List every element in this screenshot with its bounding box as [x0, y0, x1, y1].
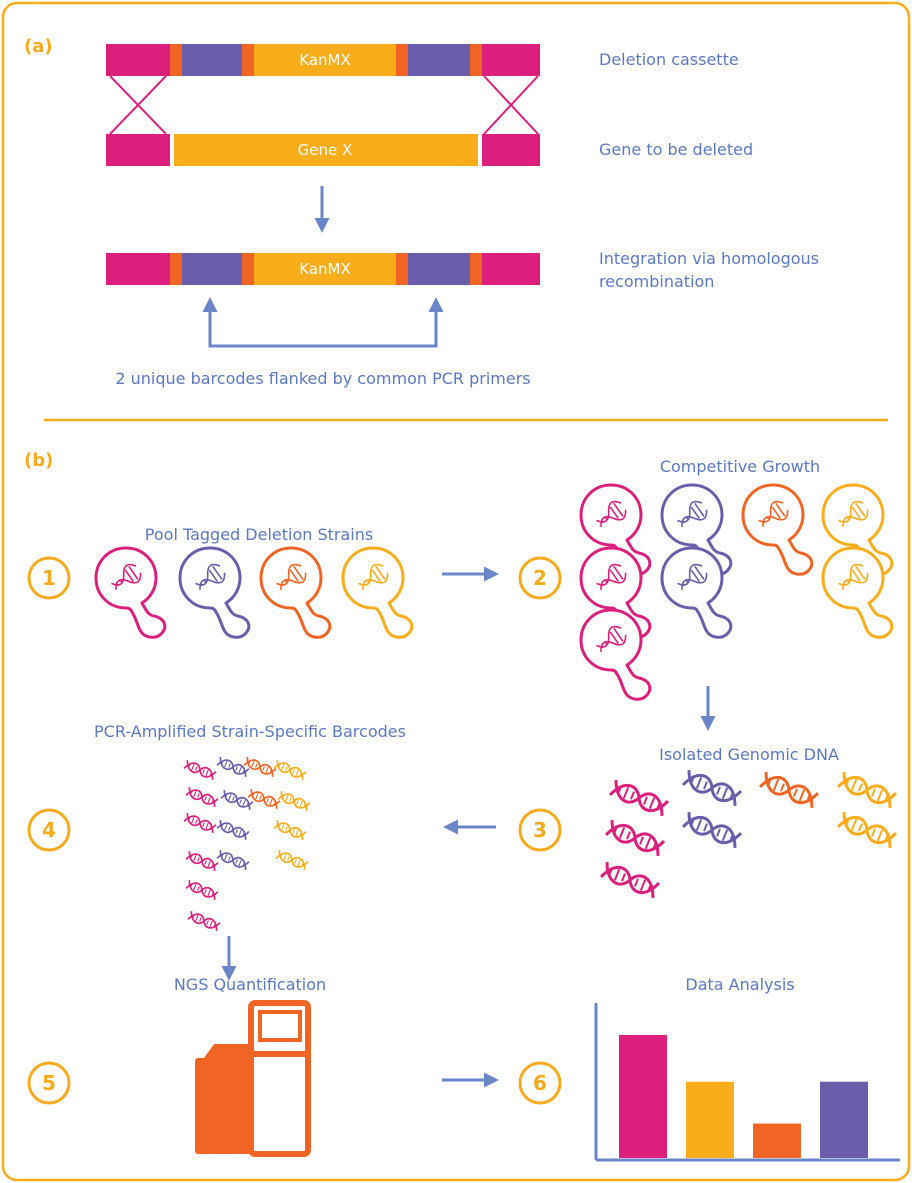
svg-text:3: 3 [533, 818, 547, 842]
step-5-badge: 5 [27, 1061, 71, 1105]
panel-b-label: (b) [24, 450, 53, 471]
step-2-title: Competitive Growth [660, 457, 820, 476]
dna-icon [243, 756, 277, 778]
chart-bar-1 [619, 1035, 667, 1158]
dna-icon [273, 759, 307, 781]
svg-text:6: 6 [533, 1071, 547, 1095]
barcode-bracket [202, 297, 444, 348]
panel-a-label: (a) [24, 36, 53, 57]
barcodes-caption: 2 unique barcodes flanked by common PCR … [115, 369, 530, 388]
target-gene-label: Gene X [298, 141, 353, 159]
step-6-title: Data Analysis [685, 975, 794, 994]
svg-text:5: 5 [42, 1071, 56, 1095]
dna-icon [836, 810, 898, 850]
label-gene-to-be-deleted: Gene to be deleted [599, 140, 753, 159]
dna-icon [220, 789, 254, 811]
dna-icon [216, 819, 250, 841]
cassette-gene-label: KanMX [299, 51, 351, 69]
dna-icon [183, 812, 217, 834]
step-3-badge: 3 [518, 808, 562, 852]
step-1-cells [94, 546, 414, 639]
svg-text:4: 4 [42, 818, 56, 842]
label-deletion-cassette: Deletion cassette [599, 50, 739, 69]
step-2-cells [579, 483, 894, 701]
yeast-cell-icon [741, 483, 814, 576]
dna-icon [216, 756, 250, 778]
yeast-cell-icon [259, 546, 332, 639]
dna-icon [758, 770, 820, 810]
step-3-title: Isolated Genomic DNA [659, 745, 839, 764]
chart-bar-4 [820, 1081, 868, 1158]
yeast-cell-icon [178, 546, 251, 639]
step-4-title: PCR-Amplified Strain-Specific Barcodes [94, 722, 406, 741]
dna-icon [681, 810, 743, 850]
dna-icon [608, 778, 670, 818]
label-integration-1: Integration via homologous [599, 249, 819, 268]
yeast-cell-icon [341, 546, 414, 639]
step-1-title: Pool Tagged Deletion Strains [145, 525, 373, 544]
dna-icon [681, 768, 743, 808]
yeast-cell-icon [94, 546, 167, 639]
label-integration-2: recombination [599, 272, 714, 291]
crossover-right [483, 75, 539, 135]
integrated-gene-label: KanMX [299, 260, 351, 278]
gene-x-bar [106, 134, 540, 166]
data-analysis-chart [594, 1003, 900, 1162]
dna-icon [183, 759, 217, 781]
dna-icon [277, 790, 311, 812]
dna-icon [185, 879, 219, 901]
sequencer-icon [195, 1000, 311, 1157]
step-2-badge: 2 [518, 556, 562, 600]
svg-text:2: 2 [533, 566, 547, 590]
step-5-title: NGS Quantification [174, 975, 326, 994]
deletion-cassette-bar [106, 44, 540, 76]
step-6-badge: 6 [518, 1061, 562, 1105]
dna-icon [185, 786, 219, 808]
dna-icon [247, 788, 281, 810]
dna-icon [216, 849, 250, 871]
svg-text:1: 1 [42, 566, 56, 590]
dna-icon [187, 910, 221, 932]
dna-icon [599, 860, 661, 900]
integrated-bar [106, 253, 540, 285]
step-3-dna [599, 768, 898, 900]
crossover-left [109, 75, 167, 135]
step-4-badge: 4 [27, 808, 71, 852]
dna-icon [273, 819, 307, 841]
chart-bar-3 [753, 1123, 801, 1158]
chart-bar-2 [686, 1081, 734, 1158]
step-1-badge: 1 [27, 556, 71, 600]
step-4-barcodes [183, 756, 311, 932]
dna-icon [604, 818, 666, 858]
dna-icon [836, 770, 898, 810]
dna-icon [185, 850, 219, 872]
dna-icon [275, 849, 309, 871]
